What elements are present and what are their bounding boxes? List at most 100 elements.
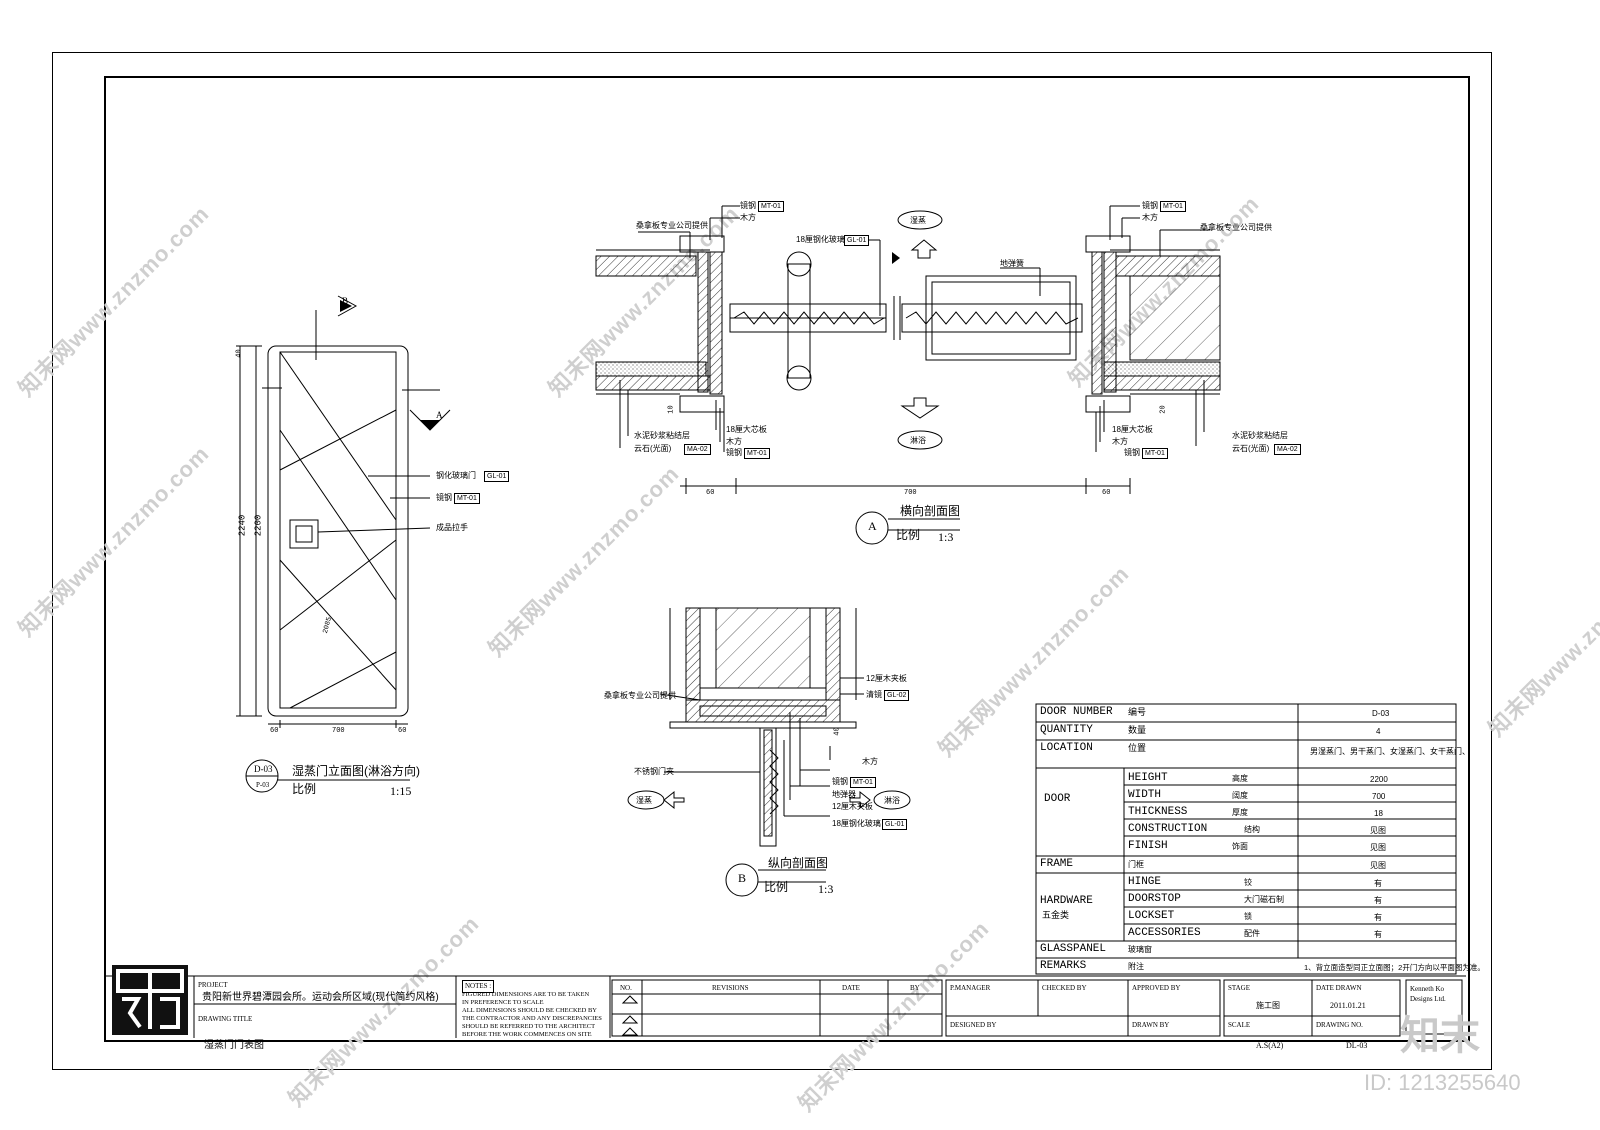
dim-width-mid: 700: [332, 727, 345, 735]
schedule-height-value: 2200: [1370, 775, 1388, 784]
rev-header-revisions: REVISIONS: [712, 984, 749, 992]
project-name: 贵阳新世界碧潭园会所。运动会所区域(现代简约风格): [202, 992, 439, 1003]
note-line: FIGURED DIMENSIONS ARE TO BE TAKEN: [462, 991, 590, 998]
sb-label-ply: 12厘木夹板: [866, 674, 907, 683]
drawing-no-value: DL-03: [1346, 1041, 1368, 1050]
date-value: 2011.01.21: [1330, 1001, 1366, 1010]
schedule-doorstop-value: 有: [1374, 896, 1382, 905]
section-mark-a: A: [436, 410, 443, 420]
sa-scale-label: 比例: [896, 528, 921, 542]
checked-label: CHECKED BY: [1042, 984, 1087, 992]
sb-scale: 1:3: [818, 882, 834, 896]
sa-dim-2: 700: [904, 489, 917, 497]
rev-header-no: NO.: [620, 984, 632, 992]
sa-code-glass: GL-01: [844, 235, 870, 246]
sa-r-code-stone: MA-02: [1274, 444, 1301, 455]
schedule-glasspanel-cn: 玻璃窗: [1128, 945, 1152, 954]
code-steel: MT-01: [454, 493, 480, 504]
sa-code-steel: MT-01: [758, 201, 784, 212]
sb-label-wood: 木方: [862, 757, 878, 766]
schedule-thickness-cn: 厚度: [1232, 808, 1248, 817]
sb-label-glass: 18厘钢化玻璃: [832, 819, 881, 828]
schedule-hinge-cn: 铰: [1244, 878, 1252, 887]
note-line: BEFORE THE WORK COMMENCES ON SITE: [462, 1031, 592, 1038]
schedule-height-cn: 高度: [1232, 774, 1248, 783]
dim-width-right: 60: [398, 727, 407, 735]
drawing-title: 湿蒸门门表图: [204, 1040, 264, 1051]
designed-label: DESIGNED BY: [950, 1021, 997, 1029]
schedule-doorstop-cn: 大门磁石制: [1244, 895, 1284, 904]
code-glass-door: GL-01: [484, 471, 510, 482]
schedule-remarks-value: 1、背立面造型同正立面图；2开门方向以平面图为准。: [1304, 963, 1485, 972]
schedule-remarks-en: REMARKS: [1040, 960, 1087, 972]
rev-header-date: DATE: [842, 984, 860, 992]
schedule-finish-en: FINISH: [1128, 840, 1168, 852]
schedule-accessories-cn: 配件: [1244, 929, 1260, 938]
sa-circle-letter: A: [868, 519, 877, 533]
sa-label-pivot: 地弹簧: [1000, 259, 1024, 268]
sa-dir-top: 湿蒸: [910, 216, 926, 225]
sa-r-label-steel: 镜钢: [1142, 201, 1158, 210]
schedule-hardware-cn: 五金类: [1042, 910, 1070, 920]
label-glass-door: 钢化玻璃门: [436, 471, 476, 480]
schedule-lockset-en: LOCKSET: [1128, 910, 1175, 922]
outer-frame: [52, 52, 1492, 1070]
sa-label-steel2: 镜钢: [726, 448, 742, 457]
schedule-lockset-cn: 锁: [1244, 912, 1252, 921]
dim-total: 2240: [237, 514, 248, 537]
schedule-door-label: DOOR: [1044, 793, 1071, 805]
label-steel: 镜钢: [436, 493, 452, 502]
schedule-width-value: 700: [1372, 792, 1386, 801]
sb-label-ply2: 12厘木夹板: [832, 802, 873, 811]
stage-label: STAGE: [1228, 984, 1250, 992]
sa-r-label-stone: 云石(光面): [1232, 444, 1270, 453]
schedule-thickness-value: 18: [1374, 809, 1383, 818]
sa-dim-3: 60: [1102, 489, 1111, 497]
sa-label-mortar: 水泥砂浆粘结层: [634, 431, 690, 440]
note-line: ALL DIMENSIONS SHOULD BE CHECKED BY: [462, 1007, 597, 1014]
sa-label-glass: 18厘钢化玻璃: [796, 235, 845, 244]
schedule-thickness-en: THICKNESS: [1128, 806, 1188, 818]
schedule-construction-value: 见图: [1370, 826, 1386, 835]
elevation-tag-bottom: P-03: [256, 781, 270, 789]
sa-label-sauna: 桑拿板专业公司提供: [636, 221, 708, 230]
drawn-label: DRAWN BY: [1132, 1021, 1170, 1029]
sb-dim: 40: [833, 727, 842, 736]
sa-dim-left: 10: [667, 405, 676, 414]
schedule-accessories-value: 有: [1374, 930, 1382, 939]
inner-frame: [104, 76, 1470, 1042]
schedule-cat-quantity: QUANTITY: [1040, 724, 1093, 736]
sa-scale: 1:3: [938, 530, 954, 544]
schedule-height-en: HEIGHT: [1128, 772, 1168, 784]
brand-watermark: 知末: [1400, 1014, 1480, 1058]
drawing-title-label: DRAWING TITLE: [198, 1015, 253, 1023]
firm-name-line: Designs Ltd.: [1410, 995, 1446, 1003]
note-line: IN PREFERENCE TO SCALE: [462, 999, 544, 1006]
door-elevation: [236, 295, 451, 793]
sb-circle-letter: B: [738, 871, 747, 885]
section-b: [627, 607, 911, 897]
schedule-frame-value: 见图: [1370, 861, 1386, 870]
door-schedule-grid: [1035, 703, 1457, 975]
titleblock-grid: [104, 975, 1466, 1038]
schedule-frame-cn: 门框: [1128, 860, 1144, 869]
schedule-remarks-cn: 附注: [1128, 962, 1144, 971]
dim-top: 40: [235, 349, 244, 358]
schedule-lockset-value: 有: [1374, 913, 1382, 922]
stage-value: 施工图: [1256, 1001, 1280, 1010]
pmanager-label: P.MANAGER: [950, 984, 991, 992]
schedule-cat-location: LOCATION: [1040, 742, 1093, 754]
dim-width-left: 60: [270, 727, 279, 735]
sb-code-glass: GL-01: [882, 819, 908, 830]
rev-header-by: BY: [910, 984, 920, 992]
sa-label-stone: 云石(光面): [634, 444, 672, 453]
scale-value: A.S(A2): [1256, 1041, 1284, 1050]
schedule-cat-door-number: DOOR NUMBER: [1040, 706, 1113, 718]
sa-label-steel: 镜钢: [740, 201, 756, 210]
sa-label-wood: 木方: [740, 213, 756, 222]
schedule-construction-en: CONSTRUCTION: [1128, 823, 1208, 835]
sb-dir-right: 淋浴: [884, 796, 900, 805]
section-mark-b: B: [342, 296, 349, 306]
sa-r-code-steel2: MT-01: [1142, 448, 1168, 459]
